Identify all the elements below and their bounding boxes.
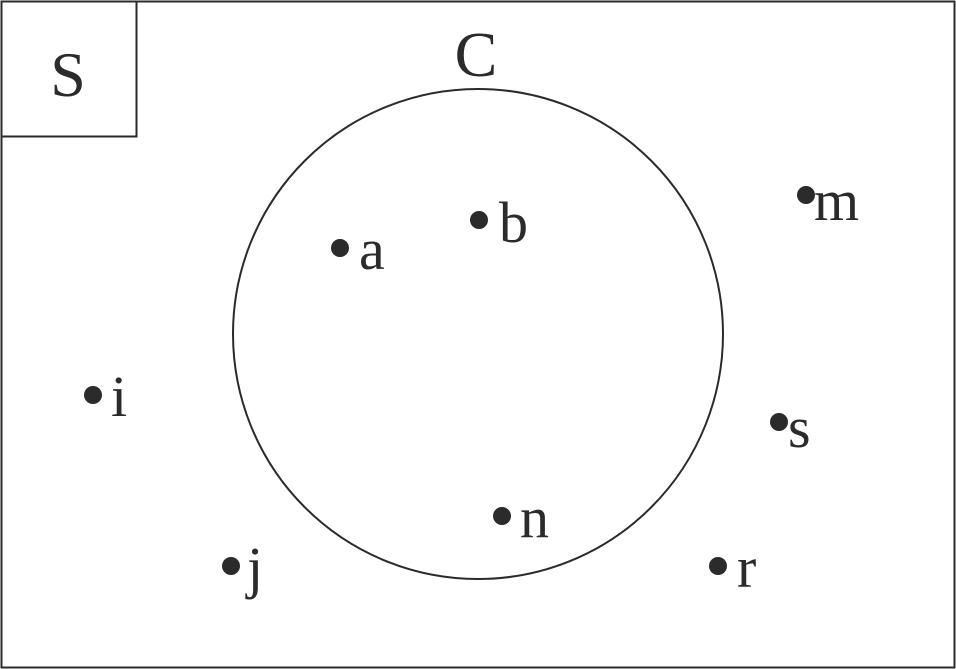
element-r-label: r (737, 535, 756, 600)
element-r: r (709, 535, 756, 600)
element-a: a (331, 217, 385, 282)
element-m: m (797, 168, 859, 233)
universal-set-label: S (50, 39, 86, 110)
element-r-dot (709, 557, 727, 575)
universal-set-label-box (0, 0, 138, 138)
element-n-label: n (520, 485, 549, 550)
element-s-label: s (788, 395, 811, 460)
element-a-label: a (359, 217, 385, 282)
set-c-label: C (455, 19, 498, 90)
element-j-dot (222, 557, 240, 575)
element-a-dot (331, 239, 349, 257)
element-i: i (84, 364, 127, 429)
element-b: b (470, 190, 528, 255)
element-i-dot (84, 386, 102, 404)
element-i-label: i (111, 364, 127, 429)
element-j-label: j (245, 535, 263, 600)
element-n-dot (493, 507, 511, 525)
element-m-label: m (814, 168, 859, 233)
element-s-dot (770, 413, 788, 431)
element-s: s (770, 395, 811, 460)
element-m-dot (797, 186, 815, 204)
element-n: n (493, 485, 549, 550)
element-b-dot (470, 211, 488, 229)
element-b-label: b (499, 190, 528, 255)
element-j: j (222, 535, 263, 600)
set-c-circle (232, 88, 724, 580)
